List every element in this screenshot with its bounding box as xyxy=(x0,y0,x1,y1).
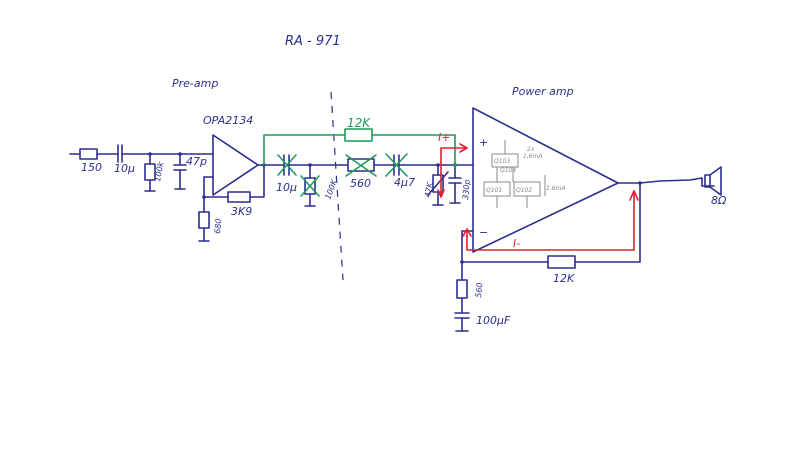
removed-resistor-560 xyxy=(309,154,395,177)
capacitor-47p-ground xyxy=(173,152,187,190)
label-opamp: OPA2134 xyxy=(203,114,253,127)
label-560: 560 xyxy=(474,282,484,298)
preamp-feedback xyxy=(198,163,266,242)
pencil-note-2x: 2x xyxy=(527,146,535,153)
label-47p: 47p xyxy=(186,155,207,168)
removed-capacitor-4u7 xyxy=(385,153,439,177)
output-line xyxy=(617,177,715,187)
power-amp-feedback xyxy=(454,182,641,332)
label-12k: 12K xyxy=(553,272,575,285)
label-100uf: 100µF xyxy=(476,314,511,327)
label-12k-green: 12K xyxy=(347,116,371,130)
removed-capacitor-10u xyxy=(272,154,311,176)
input-resistor-150 xyxy=(69,148,118,160)
label-150: 150 xyxy=(81,161,102,174)
power-amp-triangle xyxy=(472,107,619,253)
pencil-note-q104: Q104 xyxy=(500,167,516,174)
opamp-opa2134 xyxy=(212,134,259,196)
label-c-in: 10µ xyxy=(114,162,135,175)
pencil-note-q102: Q102 xyxy=(516,187,532,194)
current-arrow-i-minus xyxy=(462,190,639,251)
label-47k: 47K xyxy=(423,181,435,198)
input-plus: + xyxy=(479,136,488,149)
preamp-label: Pre-amp xyxy=(172,77,218,90)
poweramp-label: Power amp xyxy=(512,85,574,98)
label-330p: 330p xyxy=(461,179,472,200)
resistor-100k-ground xyxy=(144,152,156,192)
label-100k-x: 100K xyxy=(323,178,339,201)
label-100k: 100k xyxy=(153,161,165,183)
label-speaker: 8Ω xyxy=(711,194,727,207)
input-minus: − xyxy=(479,226,488,239)
pencil-note-1-6ma: 1.6mA xyxy=(546,185,566,192)
label-i-minus: I- xyxy=(513,237,520,250)
label-10u-x: 10µ xyxy=(276,181,297,194)
green-feedback-12k xyxy=(263,128,457,167)
removed-resistor-100k xyxy=(300,163,320,207)
pencil-note-q101: Q101 xyxy=(486,187,502,194)
input-capacitor-10u xyxy=(117,144,214,163)
internal-transistor-sketch xyxy=(483,140,546,208)
current-arrow-i-plus xyxy=(437,143,468,198)
label-i-plus: I+ xyxy=(438,131,450,144)
speaker-icon xyxy=(704,166,722,196)
pencil-note-q103: Q103 xyxy=(494,158,510,165)
label-3k9: 3K9 xyxy=(231,205,252,218)
schematic-title: RA - 971 xyxy=(285,34,341,49)
label-680: 680 xyxy=(213,218,223,234)
label-560-x: 560 xyxy=(350,177,371,190)
stage-divider xyxy=(330,91,344,281)
label-4u7-x: 4µ7 xyxy=(394,176,415,189)
pencil-note-current: 1,6mA xyxy=(523,153,543,160)
